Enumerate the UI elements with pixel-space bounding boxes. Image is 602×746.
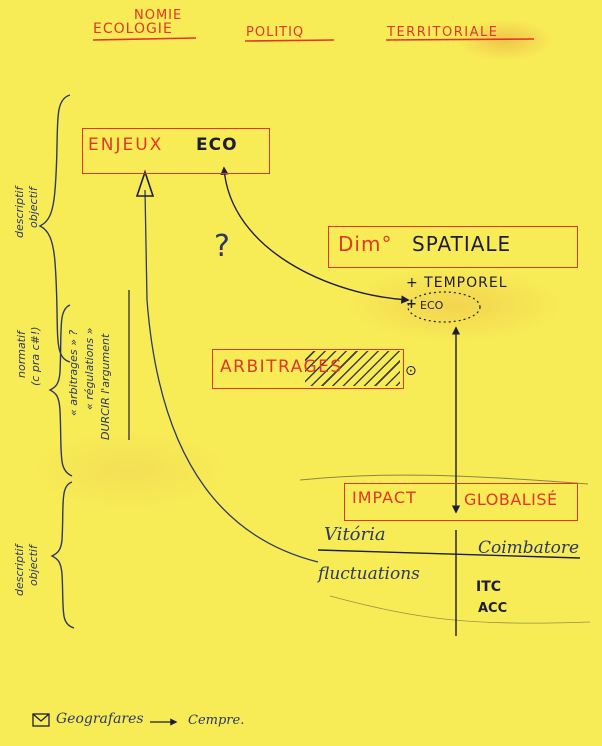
side-arbitrages-question: « arbitrages » ? — [67, 329, 80, 416]
eco-small-label: ECO — [420, 299, 444, 312]
table-col-vitoria: Vitória — [324, 524, 386, 545]
enjeux-box — [82, 128, 270, 174]
enjeux-label: ENJEUX — [88, 135, 164, 155]
side-objectif-2: objectif — [27, 545, 40, 586]
arbitrages-box — [212, 349, 404, 389]
territoriale-underline — [385, 38, 535, 41]
side-durcir: DURCIR l'argument — [99, 333, 112, 440]
table-acc: ACC — [478, 601, 508, 616]
dimension-spatiale-box — [328, 226, 578, 268]
table-col-coimbatore: Coimbatore — [478, 538, 580, 558]
temporel-label: + TEMPOREL — [406, 275, 508, 291]
table-horizontal — [317, 549, 581, 559]
header-territoriale: TERRITORIALE — [387, 25, 499, 40]
globalise-label: GLOBALISÉ — [464, 490, 558, 509]
footer-geografares: Geografares — [56, 711, 144, 727]
header-nomie: NOMIE — [134, 8, 183, 23]
header-ecologie: ECOLOGIE — [93, 21, 173, 37]
question-mark: ? — [214, 229, 230, 264]
eco-dotted-ellipse — [407, 291, 481, 323]
enjeux-eco-label: ECO — [196, 135, 238, 155]
impact-box — [344, 483, 578, 521]
side-regulations: « régulations » — [83, 327, 96, 410]
feedback-curve — [144, 189, 319, 563]
eco-plus-label: + — [406, 297, 417, 312]
footer-cempre: Cempre. — [188, 713, 245, 728]
ecologie-underline — [92, 37, 197, 41]
dimension-label: Dim° — [338, 232, 393, 256]
politiq-underline — [244, 39, 335, 42]
table-itc: ITC — [476, 579, 502, 595]
impact-curve-top — [299, 474, 589, 485]
spatiale-label: SPATIALE — [412, 232, 512, 256]
table-row-fluctuations: fluctuations — [318, 564, 420, 584]
brace-top — [38, 94, 71, 363]
side-normatif-note: (c pra c#!) — [29, 326, 42, 386]
side-normatif: normatif — [15, 331, 28, 378]
side-objectif-1: objectif — [27, 187, 40, 228]
arbitrages-label: ARBITRAGES — [220, 357, 343, 377]
side-descriptif-2: descriptif — [13, 544, 26, 596]
hollow-arrowhead — [135, 169, 155, 197]
side-descriptif-1: descriptif — [13, 186, 26, 238]
eco-link-arrow — [220, 166, 410, 304]
circle-dot-icon: ⊙ — [405, 363, 417, 379]
brace-bottom — [50, 481, 75, 629]
header-politiq: POLITIQ — [246, 25, 305, 40]
envelope-icon — [32, 713, 50, 727]
arbitrages-hatch — [305, 351, 400, 386]
brace-middle — [48, 304, 73, 477]
impact-label: IMPACT — [352, 488, 417, 507]
paper-curve-bottom — [329, 595, 591, 624]
